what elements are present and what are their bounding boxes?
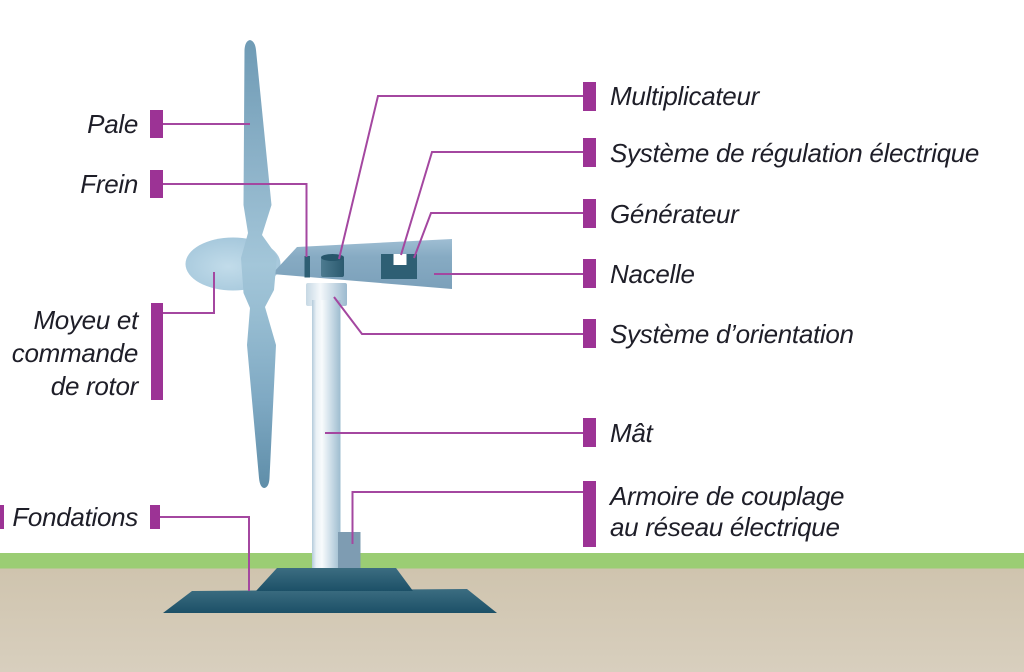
label-moyeu-line1: Moyeu et	[33, 305, 138, 335]
mat-marker	[583, 418, 596, 447]
regulation-slot	[393, 254, 407, 265]
label-mat: Mât	[610, 418, 653, 448]
label-regulation: Système de régulation électrique	[610, 138, 980, 168]
label-generateur: Générateur	[610, 199, 739, 229]
soil-ground	[0, 568, 1024, 672]
frein-connector	[162, 183, 308, 257]
label-armoire: Armoire de couplage au réseau électrique	[610, 481, 845, 543]
regulation-connector	[400, 151, 583, 256]
gearbox-top	[321, 254, 344, 261]
label-multiplicateur: Multiplicateur	[610, 81, 759, 111]
orientation-marker	[583, 319, 596, 348]
nacelle-housing	[272, 239, 452, 289]
armoire-marker	[583, 481, 596, 547]
gearbox	[321, 257, 344, 277]
fondations-marker	[150, 505, 160, 529]
rotor-blades	[241, 40, 277, 488]
brake-disc	[304, 256, 310, 278]
mast	[312, 300, 341, 571]
label-moyeu: Moyeu et commande de rotor	[0, 304, 139, 403]
nacelle-marker	[583, 259, 596, 288]
edge-marker-fragment	[0, 505, 4, 529]
foundation-step	[256, 568, 413, 591]
orientation-connector	[333, 296, 583, 335]
label-orientation: Système d’orientation	[610, 319, 854, 349]
label-fondations: Fondations	[12, 502, 138, 532]
multiplicateur-connector	[338, 95, 583, 260]
label-moyeu-line3: de rotor	[50, 371, 139, 401]
connector-lines	[160, 95, 583, 591]
label-frein: Frein	[80, 169, 138, 199]
frein-marker	[150, 170, 163, 198]
label-armoire-line1: Armoire de couplage	[610, 481, 845, 511]
label-pale: Pale	[87, 109, 138, 139]
moyeu-connector	[162, 272, 215, 314]
fondations-connector	[160, 516, 250, 591]
multiplicateur-marker	[583, 82, 596, 111]
pale-marker	[150, 110, 163, 138]
armoire-connector	[351, 491, 583, 544]
label-armoire-line2: au réseau électrique	[610, 512, 840, 542]
regulation-marker	[583, 138, 596, 167]
foundation-slab	[163, 589, 497, 613]
label-nacelle: Nacelle	[610, 259, 695, 289]
grass-band	[0, 553, 1024, 569]
generateur-connector	[413, 212, 583, 259]
coupling-cabinet	[338, 532, 361, 569]
moyeu-marker	[151, 303, 163, 400]
label-moyeu-line2: commande	[11, 338, 139, 368]
generateur-marker	[583, 199, 596, 228]
